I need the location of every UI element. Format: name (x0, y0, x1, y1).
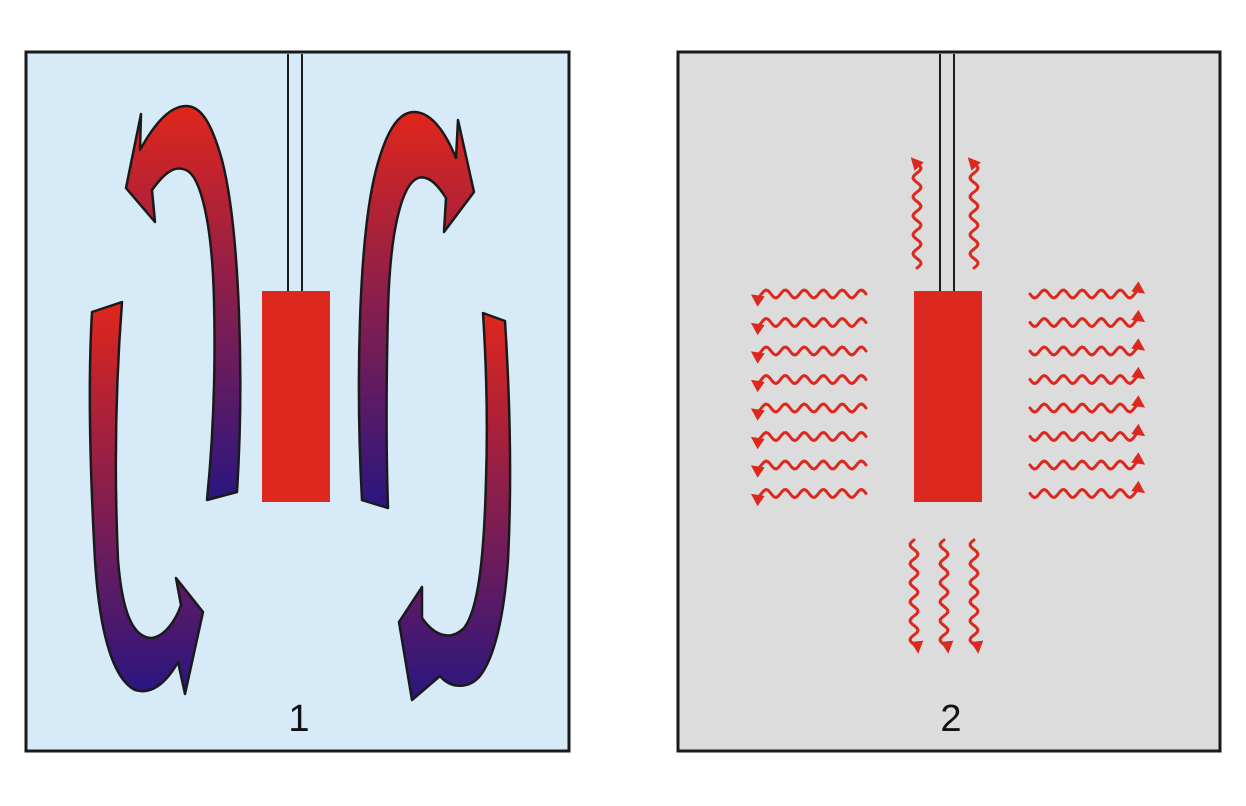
heater-element (914, 291, 982, 502)
radiation-wave-down (938, 538, 954, 654)
radiation-wave-up (967, 157, 981, 270)
radiation-wave-right (1028, 366, 1146, 386)
radiation-wave-right (1028, 281, 1146, 300)
heater-element (262, 291, 330, 502)
radiation-wave-left (750, 430, 868, 450)
convection-arrow-rising-left (124, 104, 242, 502)
radiation-wave-left (750, 345, 868, 364)
radiation-wave-left (750, 316, 868, 336)
radiation-wave-up (910, 157, 924, 270)
panel-radiation: 2 (676, 50, 1222, 753)
convection-arrow-rising-right (357, 110, 476, 510)
heater-rod (287, 54, 303, 292)
radiation-wave-down (968, 538, 984, 654)
radiation-waves (750, 157, 1146, 654)
radiation-wave-right (1028, 480, 1146, 500)
radiation-wave-right (1028, 452, 1146, 471)
radiation-wave-left (750, 402, 868, 421)
radiation-wave-left (750, 288, 868, 307)
panel-2-label: 2 (940, 698, 961, 740)
heater-rod (939, 54, 955, 292)
radiation-wave-left (750, 459, 868, 478)
panel-convection: 1 (24, 50, 571, 753)
radiation-wave-right (1028, 338, 1146, 357)
radiation-wave-right (1028, 309, 1146, 329)
radiation-wave-down (908, 538, 924, 654)
radiation-wave-right (1028, 423, 1146, 443)
radiation-wave-left (750, 373, 868, 393)
radiation-wave-right (1028, 395, 1146, 414)
convection-arrow-descending-right (397, 311, 512, 702)
convection-arrow-descending-left (88, 300, 205, 696)
panel-1-label: 1 (288, 698, 309, 740)
radiation-wave-left (750, 487, 868, 507)
